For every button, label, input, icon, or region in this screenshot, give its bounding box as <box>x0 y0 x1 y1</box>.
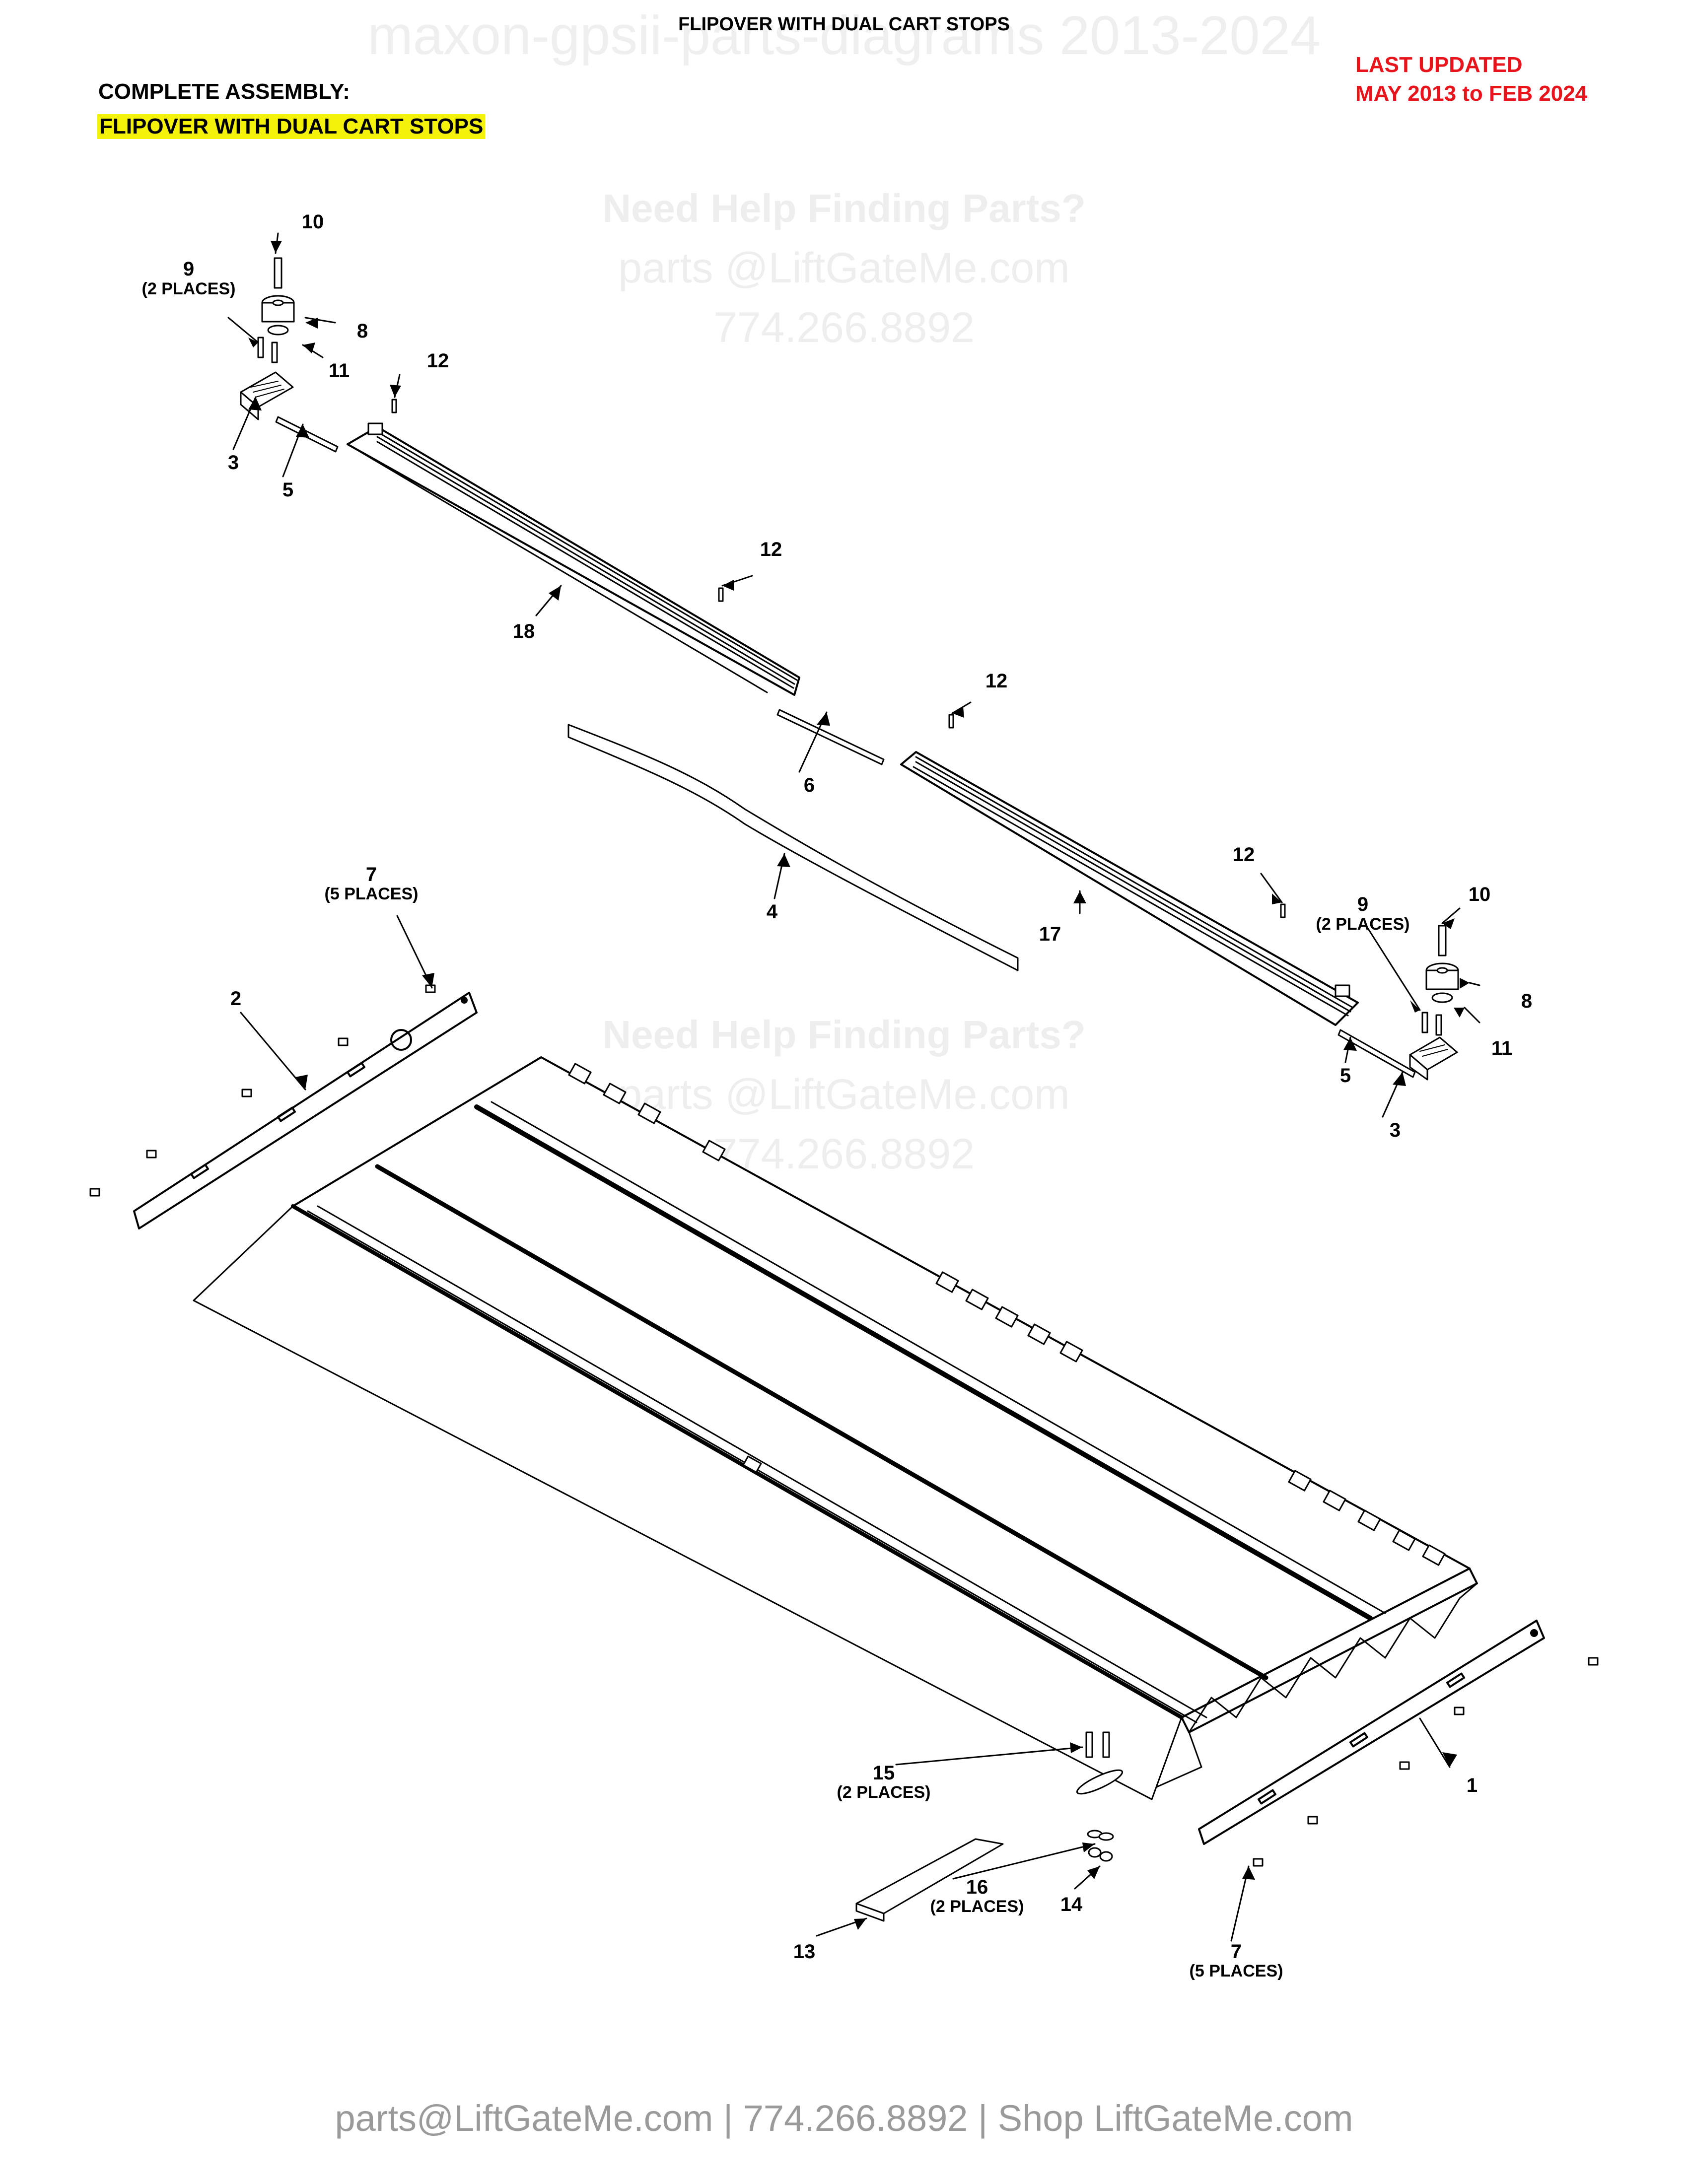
callout-9-left-places: (2 PLACES) <box>142 279 236 298</box>
platform-assembly <box>193 1056 1478 1800</box>
callout-6: 6 <box>804 774 815 796</box>
callout-5-left: 5 <box>282 479 293 501</box>
arrowheads <box>248 241 1470 1930</box>
callout-12-c: 12 <box>985 670 1008 692</box>
footer-contact: parts@LiftGateMe.com | 774.266.8892 | Sh… <box>335 2098 1353 2139</box>
callout-14: 14 <box>1060 1894 1083 1915</box>
screws-left <box>89 984 436 1197</box>
callout-8-left: 8 <box>357 320 368 342</box>
watermark-title: maxon-gpsii-parts-diagrams 2013-2024 <box>367 5 1321 66</box>
callout-1: 1 <box>1467 1774 1477 1796</box>
callout-12-a: 12 <box>427 350 449 372</box>
callout-labels: 1 2 3 3 4 5 5 6 7 (5 PLACES) 7 (5 PLACES… <box>142 211 1533 1980</box>
callout-3-right: 3 <box>1390 1119 1401 1141</box>
callout-10-right: 10 <box>1469 884 1491 905</box>
callout-12-d: 12 <box>1233 844 1255 866</box>
callout-10-left: 10 <box>302 211 324 233</box>
callout-7-left-places: (5 PLACES) <box>325 885 419 903</box>
callout-2: 2 <box>230 988 241 1010</box>
callout-18: 18 <box>513 620 535 642</box>
wavy-strip-4 <box>567 724 1019 971</box>
bracket-3-left <box>240 257 295 420</box>
cart-stop-rail-18 <box>347 422 800 696</box>
roll-pins-12 <box>391 399 1286 918</box>
callout-7-right-places: (5 PLACES) <box>1190 1962 1283 1980</box>
callout-15: 15 <box>873 1762 895 1784</box>
help-watermark-middle: Need Help Finding Parts? parts @LiftGate… <box>0 1005 1688 1184</box>
callout-16: 16 <box>966 1876 988 1898</box>
help-phone: 774.266.8892 <box>713 304 975 351</box>
last-updated-line2: MAY 2013 to FEB 2024 <box>1355 81 1588 106</box>
assembly-name-highlighted: FLIPOVER WITH DUAL CART STOPS <box>97 114 486 139</box>
callout-17: 17 <box>1039 923 1061 945</box>
callout-9-left: 9 <box>183 258 194 280</box>
help-email: parts @LiftGateMe.com <box>618 244 1070 292</box>
callout-4: 4 <box>767 901 778 923</box>
bracket-3-right <box>1409 925 1459 1081</box>
pins <box>275 416 1416 1078</box>
callout-3-left: 3 <box>228 452 239 474</box>
callout-11-right: 11 <box>1491 1037 1512 1059</box>
callout-7-right: 7 <box>1231 1941 1242 1963</box>
cart-stop-rail-17 <box>900 751 1359 1026</box>
help-watermark-top: Need Help Finding Parts? parts @LiftGate… <box>0 179 1688 357</box>
callout-7-left: 7 <box>366 864 377 886</box>
assembly-label: COMPLETE ASSEMBLY: <box>98 79 350 104</box>
callout-8-right: 8 <box>1521 990 1532 1012</box>
callout-9-right-places: (2 PLACES) <box>1316 915 1410 934</box>
screws-right <box>1253 1657 1599 1867</box>
ramp-plate-13 <box>855 1838 1004 1922</box>
last-updated: LAST UPDATED MAY 2013 to FEB 2024 <box>1355 51 1587 108</box>
help-phone: 774.266.8892 <box>713 1130 975 1178</box>
help-heading: Need Help Finding Parts? <box>602 1013 1086 1057</box>
callout-11-left: 11 <box>329 360 350 382</box>
leader-lines <box>227 232 1480 1942</box>
callout-5-right: 5 <box>1340 1065 1351 1087</box>
callout-16-places: (2 PLACES) <box>930 1897 1024 1916</box>
help-email: parts @LiftGateMe.com <box>618 1071 1070 1118</box>
callout-15-places: (2 PLACES) <box>837 1783 931 1802</box>
side-plate-left <box>133 992 478 1229</box>
fasteners-14-15-16 <box>1076 1731 1124 1862</box>
callout-13: 13 <box>793 1941 816 1963</box>
side-plate-right <box>1198 1620 1545 1845</box>
callout-9-right: 9 <box>1357 893 1368 915</box>
help-heading: Need Help Finding Parts? <box>602 186 1086 230</box>
page-title: FLIPOVER WITH DUAL CART STOPS <box>678 14 1010 35</box>
callout-12-b: 12 <box>760 539 782 560</box>
last-updated-line1: LAST UPDATED <box>1355 53 1523 77</box>
